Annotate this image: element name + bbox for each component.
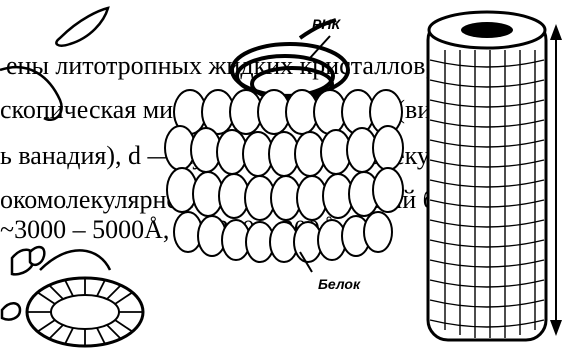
protein-row-2 xyxy=(165,126,403,176)
virus-center xyxy=(165,20,403,272)
rna-strand-bottom-left xyxy=(40,250,110,270)
label-protein: Белок xyxy=(318,276,360,292)
disk-left xyxy=(27,278,143,346)
virus-rod xyxy=(428,12,562,340)
label-rna: РНК xyxy=(312,16,340,32)
rna-strand-left xyxy=(0,67,62,120)
protein-row-3 xyxy=(167,168,403,220)
drop-shapes xyxy=(2,8,108,320)
